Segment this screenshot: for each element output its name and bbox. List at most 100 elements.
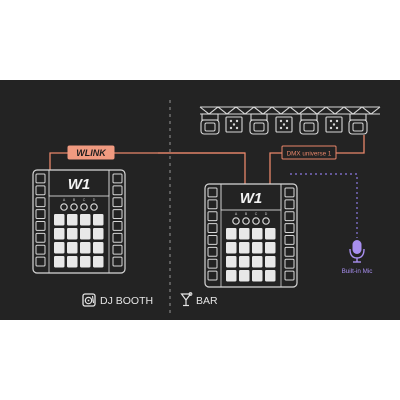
dmx-tag: DMX universe 1	[281, 145, 337, 160]
side-button	[112, 244, 123, 255]
side-button	[207, 246, 218, 257]
side-button	[284, 235, 295, 245]
pad	[93, 228, 104, 240]
pad	[252, 242, 263, 254]
led-panel-fixture	[225, 116, 243, 133]
side-button	[284, 187, 295, 198]
side-button	[207, 258, 218, 269]
knob-label: A	[235, 212, 238, 216]
knob-label: C	[83, 198, 86, 202]
pad	[80, 214, 91, 226]
zone-bar: BAR	[180, 292, 218, 307]
wlink-tag: WLINK	[67, 145, 115, 160]
knob-label: A	[63, 198, 66, 202]
dmx-label: DMX universe 1	[287, 151, 332, 158]
zone-dj-booth-label: DJ BOOTH	[100, 295, 153, 307]
cocktail-icon	[180, 292, 193, 307]
pad	[93, 242, 104, 254]
mic-label: Built-in Mic	[342, 268, 373, 275]
moving-head-fixture	[299, 113, 319, 135]
side-button	[284, 211, 295, 222]
side-button	[112, 209, 123, 219]
pad	[252, 256, 263, 268]
pad	[67, 228, 78, 240]
pad	[239, 228, 250, 240]
pad	[265, 256, 276, 268]
side-button	[284, 223, 295, 233]
pad	[80, 256, 91, 268]
moving-head-fixture	[200, 113, 220, 135]
display-area	[48, 169, 110, 197]
microphone-icon	[349, 240, 365, 263]
pad	[226, 242, 237, 254]
knob-label: B	[73, 198, 76, 202]
pad	[265, 270, 276, 282]
moving-head-fixture	[249, 113, 269, 135]
device-logo: W1	[240, 190, 263, 207]
wlink-label: WLINK	[76, 148, 107, 158]
side-button	[35, 244, 46, 255]
side-button	[112, 197, 123, 208]
side-button	[207, 223, 218, 233]
side-button	[284, 258, 295, 269]
knob-label: B	[245, 212, 248, 216]
side-button	[284, 270, 295, 281]
knob	[60, 203, 68, 211]
moving-head-fixture	[348, 113, 368, 135]
side-button	[35, 197, 46, 208]
pad	[252, 270, 263, 282]
side-button	[35, 185, 46, 196]
fixture-row	[200, 113, 368, 135]
pad	[265, 228, 276, 240]
side-button	[112, 256, 123, 267]
side-button	[35, 232, 46, 243]
side-button	[207, 235, 218, 245]
side-button	[112, 221, 123, 231]
pad	[252, 228, 263, 240]
side-button	[35, 221, 46, 231]
wlink-cable	[49, 152, 246, 190]
led-panel-fixture	[275, 116, 293, 133]
lighting-truss	[199, 106, 381, 115]
zone-bar-label: BAR	[196, 295, 218, 307]
pad	[239, 242, 250, 254]
zone-dj-booth: DJ BOOTH	[82, 293, 153, 307]
knob	[90, 203, 98, 211]
pad	[54, 228, 65, 240]
side-button	[284, 199, 295, 210]
turntable-icon	[82, 293, 96, 307]
pad	[239, 270, 250, 282]
knob	[80, 203, 88, 211]
pad	[226, 228, 237, 240]
pad	[93, 214, 104, 226]
knob	[242, 217, 250, 225]
pad	[93, 256, 104, 268]
side-button	[112, 232, 123, 243]
device-logo: W1	[68, 176, 91, 193]
knob-label: D	[265, 212, 268, 216]
pad	[239, 256, 250, 268]
side-button	[112, 185, 123, 196]
mic-connection	[290, 173, 358, 238]
display-area	[220, 183, 282, 211]
pad	[80, 228, 91, 240]
side-button	[284, 246, 295, 257]
knob	[262, 217, 270, 225]
led-panel-fixture	[325, 116, 343, 133]
side-button	[112, 173, 123, 184]
side-button	[207, 211, 218, 222]
knob	[252, 217, 260, 225]
pad	[67, 242, 78, 254]
pad	[54, 214, 65, 226]
side-button	[207, 270, 218, 281]
knob-label: C	[255, 212, 258, 216]
pad	[226, 270, 237, 282]
bar-device: W1A B C D	[204, 183, 298, 288]
side-button	[35, 209, 46, 219]
side-button	[207, 187, 218, 198]
pad	[67, 214, 78, 226]
dmx-cable	[269, 135, 365, 190]
pad	[80, 242, 91, 254]
